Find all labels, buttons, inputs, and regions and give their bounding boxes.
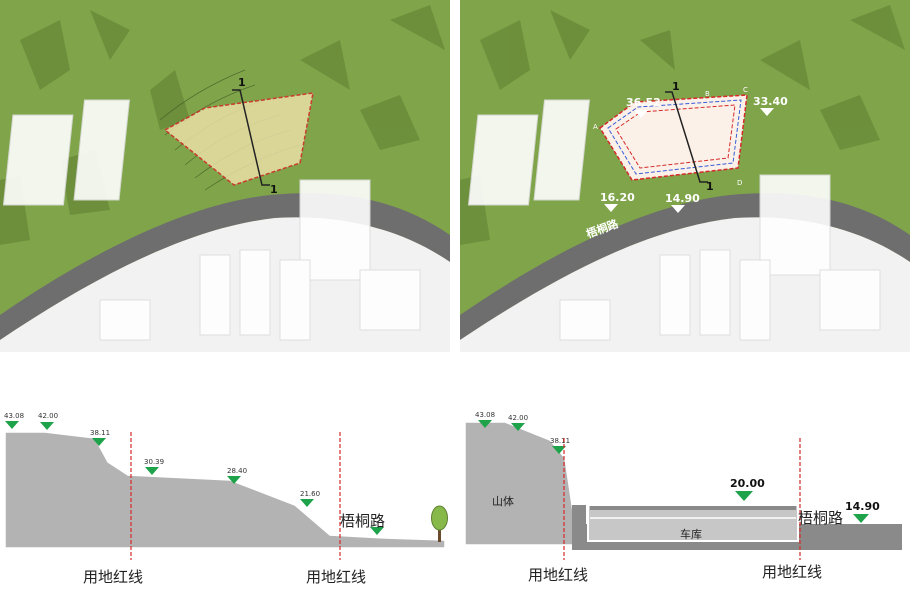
site-plan-after-drawing: 1 1 A B C D 36.52 33.40 16.20 14.90 梧桐路 [460, 0, 910, 352]
section-before-drawing: 43.08 42.00 38.11 30.39 28.40 21.60 梧 [4, 412, 448, 586]
corner-a-label: A [593, 123, 598, 131]
road-name-label: 梧桐路 [340, 512, 385, 530]
inner-setback-line [615, 104, 736, 169]
buildings [2, 99, 421, 341]
tree-icon [431, 505, 448, 542]
section-cut-line [665, 91, 708, 183]
site-boundary [599, 94, 748, 181]
road-name-label: 梧桐路 [798, 509, 843, 527]
corner-b-label: B [705, 90, 710, 98]
site-boundary [163, 92, 314, 186]
corner-d-label: D [737, 179, 742, 187]
site-plan-before-drawing: 1 1 [0, 0, 450, 352]
svg-text:21.60: 21.60 [300, 490, 320, 498]
svg-text:30.39: 30.39 [144, 458, 164, 466]
property-line-label-2: 用地红线 [762, 563, 822, 581]
section-marker-bottom: 1 [706, 180, 714, 193]
svg-text:14.90: 14.90 [845, 500, 880, 513]
elevation-marker-4: 14.90 [665, 192, 700, 213]
corner-c-label: C [743, 86, 748, 94]
elevation-marker-1: 36.52 [626, 96, 661, 118]
svg-text:38.11: 38.11 [90, 429, 110, 437]
section-after: 43.08 42.00 38.11 20.00 14.90 山体 车库 梧桐路 … [460, 400, 910, 597]
garage-roof-slab [590, 506, 796, 510]
section-before: 43.08 42.00 38.11 30.39 28.40 21.60 梧 [0, 400, 450, 597]
elevation-marker-3: 38.11 [550, 437, 570, 454]
svg-text:28.40: 28.40 [227, 467, 247, 475]
setback-line [607, 99, 742, 175]
buildings [467, 99, 881, 341]
elevation-marker-2: 33.40 [753, 95, 788, 116]
property-line-label-1: 用地红线 [528, 566, 588, 584]
road-marker [370, 527, 384, 535]
svg-text:14.90: 14.90 [665, 192, 700, 205]
mountain-body [464, 421, 579, 546]
elevation-marker-1: 43.08 [475, 411, 495, 428]
svg-text:33.40: 33.40 [753, 95, 788, 108]
elevation-marker-2: 42.00 [508, 414, 528, 431]
svg-text:20.00: 20.00 [730, 477, 765, 490]
section-after-drawing: 43.08 42.00 38.11 20.00 14.90 山体 车库 梧桐路 … [464, 411, 902, 584]
svg-text:42.00: 42.00 [38, 412, 58, 420]
svg-text:42.00: 42.00 [508, 414, 528, 422]
mountain-label: 山体 [492, 494, 514, 508]
property-line-label-1: 用地红线 [83, 568, 143, 586]
property-line-label-2: 用地红线 [306, 568, 366, 586]
elevation-marker-1: 43.08 [4, 412, 24, 429]
road [460, 193, 910, 340]
svg-text:38.11: 38.11 [550, 437, 570, 445]
section-marker-top: 1 [238, 76, 246, 89]
road [0, 193, 450, 340]
elevation-marker-4: 30.39 [144, 458, 164, 475]
elevation-marker-5: 28.40 [227, 467, 247, 484]
site-plan-before: 1 1 [0, 0, 450, 352]
section-marker-bottom: 1 [270, 183, 278, 196]
elevation-marker-6: 21.60 [300, 490, 320, 507]
garage-label: 车库 [680, 527, 702, 541]
svg-text:43.08: 43.08 [4, 412, 24, 420]
svg-text:16.20: 16.20 [600, 191, 635, 204]
section-marker-top: 1 [672, 80, 680, 93]
elevation-marker-5: 14.90 [845, 500, 880, 523]
elevation-marker-2: 42.00 [38, 412, 58, 430]
svg-text:36.52: 36.52 [626, 96, 661, 109]
elevation-marker-3: 38.11 [90, 429, 110, 446]
garage-block [587, 504, 799, 542]
elevation-marker-4: 20.00 [730, 477, 765, 501]
site-plan-after: 1 1 A B C D 36.52 33.40 16.20 14.90 梧桐路 [460, 0, 910, 352]
svg-text:43.08: 43.08 [475, 411, 495, 419]
elevation-marker-3: 16.20 [600, 191, 635, 212]
section-cut-line [232, 89, 270, 186]
